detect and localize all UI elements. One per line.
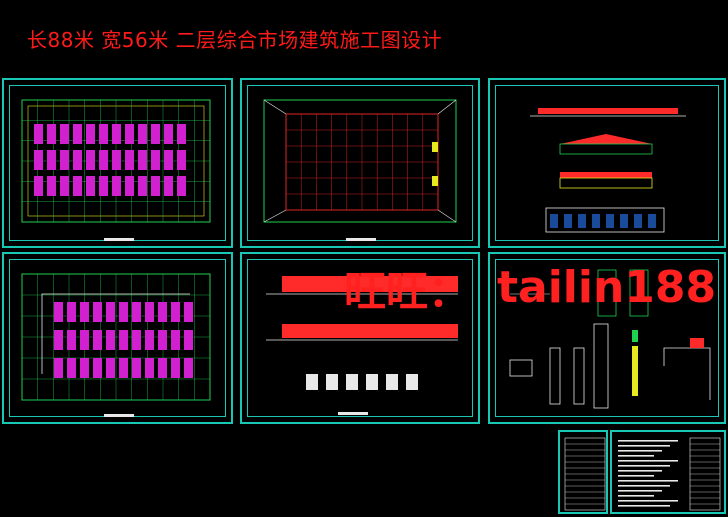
elevations-drawing (530, 108, 686, 233)
sheet-sections[interactable] (240, 252, 480, 424)
sheet-schedule-small[interactable] (558, 430, 608, 514)
sheet-roof-plan[interactable] (240, 78, 480, 248)
sheet-ground-floor-plan[interactable] (2, 78, 233, 248)
sheet-details[interactable] (488, 252, 726, 424)
ground-floor-plan-drawing (21, 99, 211, 241)
sheet-elevations[interactable] (488, 78, 726, 248)
second-floor-plan-drawing (21, 273, 211, 417)
details-drawing (509, 269, 711, 409)
sheet-second-floor-plan[interactable] (2, 252, 233, 424)
sheet-design-notes[interactable] (610, 430, 726, 514)
schedule-table-drawing (564, 437, 606, 511)
watermark-wangwang: 旺旺： (344, 267, 471, 316)
sections-drawing (266, 276, 458, 415)
drawing-set-title: 长88米 宽56米 二层综合市场建筑施工图设计 (27, 28, 443, 52)
roof-plan-drawing (263, 99, 457, 241)
watermark-tailin188: tailin188 (497, 262, 717, 313)
design-notes-drawing (618, 437, 721, 511)
